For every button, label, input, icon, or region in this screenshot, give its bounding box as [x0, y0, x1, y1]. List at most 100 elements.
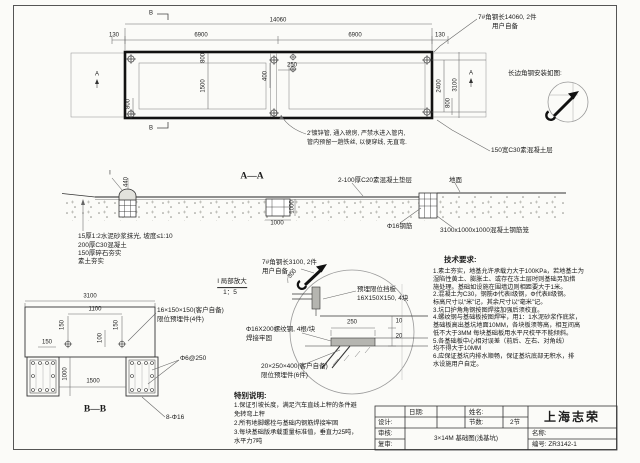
tech-requirements-title: 技术要求: — [444, 255, 477, 264]
plan-dim-2400: 2400 — [436, 79, 443, 93]
detail-embed-1: 20×250×400(客户自备) — [261, 363, 328, 370]
titleblock-date-label: 日期: — [409, 409, 424, 416]
titleblock-name-label: 姓名: — [469, 409, 484, 416]
plan-dim-3100: 3100 — [452, 78, 459, 92]
plan-note-pipe-2: 管内预留一趟铁丝, 以便穿线, 无直弯. — [307, 139, 407, 146]
detail-rebar-1: Φ16X200螺纹钢, 4根/块 — [246, 326, 316, 333]
tech-line: 1.素土夯实，地基允许承载力大于100KPa，若地基土为 — [433, 268, 584, 275]
plan-dim-6900-1: 6900 — [194, 32, 208, 39]
detail-dim-250: 250 — [346, 319, 358, 326]
aa-layer-2: 200厚C30混凝土 — [78, 242, 127, 249]
detail-note-angle-1: 7#角钢长3100, 2件 — [262, 259, 317, 266]
sheet-border — [13, 5, 617, 450]
tech-line: 水设施用户自定。 — [433, 361, 483, 368]
section-bb-title: B—B — [83, 404, 107, 415]
special-line: 3.每块基础版承载重量标准值，垂直力25吨， — [234, 429, 358, 436]
tech-line: 3.坑口护角角钢按图焊接加强后须校直。 — [433, 307, 544, 314]
detail-baffle-2: 16X150X150, 4块 — [357, 295, 409, 302]
tech-line: 2.混凝土为C30，钢筋Φ代表Ⅰ级钢，Φ代表Ⅱ级钢。 — [433, 291, 570, 298]
section-aa-lines — [61, 177, 566, 231]
bb-bars-label: 8-Φ16 — [166, 414, 185, 421]
section-bb-lines — [24, 300, 180, 418]
aa-label-cushion: 2-100厚C20素混凝土垫层 — [338, 177, 413, 184]
tech-line: 均不得大于10MM — [433, 345, 482, 352]
tech-line: 湿陷性黄土、膨胀土、或存在冻土层时则基础另加措 — [433, 276, 576, 283]
plan-dim-130-right: 130 — [434, 32, 446, 39]
aa-dim-1000-v: 1000 — [289, 200, 296, 214]
aa-label-rebar: Φ16钢筋 — [387, 223, 413, 230]
tech-line: 6.应保证基坑内排水顺畅，保证基坑底部无积水，排 — [433, 353, 575, 360]
aa-layer-1: 15厚1:2水泥砂浆抹光, 坡度≤1:10 — [78, 233, 173, 240]
tech-line: 基础板高出基坑地面10MM，各块板须等高，相互间高 — [433, 322, 581, 329]
detail-title: I 局部放大 — [217, 278, 247, 288]
section-aa-title: A—A — [240, 171, 264, 182]
section-marker-b-bottom: B — [148, 125, 154, 132]
titleblock-design-label: 设计: — [378, 419, 393, 426]
plan-note-install: 长边角钢安装如图: — [508, 70, 562, 77]
detail-note-angle-2: 用户自备 — [262, 268, 288, 275]
aa-layer-4: 素土夯实 — [78, 258, 104, 265]
plan-dim-250: 250 — [286, 62, 298, 69]
titleblock-no-label: 编号: — [532, 441, 547, 448]
plan-note-angle-steel-2: 用户自备 — [492, 23, 518, 30]
plan-dim-800-top: 800 — [200, 52, 207, 64]
detail-embed-2: 限位预埋件(6件) — [261, 372, 308, 379]
aa-dim-1000-h: 1000 — [270, 220, 284, 227]
bb-stirrup-label: Φ6@250 — [180, 355, 207, 362]
detail-marker-i: I — [109, 170, 111, 177]
special-line: 水平力7吨 — [234, 438, 263, 445]
bb-dim-150-a: 150 — [59, 319, 66, 331]
detail-circle-lines — [287, 264, 428, 395]
plan-note-concrete-strip: 150宽C30素混凝土层 — [491, 147, 553, 154]
titleblock-check-label: 审核: — [378, 430, 393, 437]
bb-embed-1: 16×150×150(客户自备) — [157, 307, 224, 314]
detail-baffle-1: 预埋限位挡板 — [357, 286, 396, 293]
aa-label-ground: 地面 — [449, 177, 462, 184]
bb-dim-1500: 1500 — [86, 378, 100, 385]
aa-label-cage: 3100x1000x1000混凝土钢筋笼 — [440, 227, 529, 234]
detail-dim-10: 10 — [395, 318, 403, 325]
plan-note-angle-steel-1: 7#角钢长14060, 2件 — [478, 14, 537, 21]
special-line: 2.所有地脚螺栓与基础内钢筋焊接牢固 — [234, 420, 339, 427]
titleblock-company: 上海志荣 — [543, 409, 601, 424]
bb-embed-2: 限位预埋件(4件) — [157, 316, 204, 323]
section-marker-b-top: B — [148, 10, 154, 17]
plan-dim-800-right: 800 — [445, 97, 452, 109]
bb-dim-100: 100 — [97, 332, 104, 344]
titleblock-sections-value: 2节 — [510, 419, 520, 427]
tech-line: 标高尺寸以“米”记，其余尺寸以“毫米”记。 — [433, 299, 547, 306]
angle-install-icon — [545, 81, 589, 123]
tech-line: 5.各基础板中心相对误差（前后、左右、对角线） — [433, 338, 569, 345]
title-block-lines — [374, 405, 618, 451]
detail-rebar-2: 焊接牢固 — [246, 335, 272, 342]
plan-dim-total: 14060 — [269, 17, 287, 24]
plan-dim-800-left: 800 — [125, 98, 132, 110]
bb-dim-3100: 3100 — [83, 293, 97, 300]
tech-line: 施处理。基础如设施在围墙边则相距要大于1米。 — [433, 284, 567, 291]
bb-dim-150-c: 150 — [41, 339, 53, 346]
plan-dim-6900-2: 6900 — [348, 32, 362, 39]
aa-dim-440: 440 — [123, 176, 130, 188]
special-notes-title: 特别说明: — [234, 391, 267, 400]
plan-dim-1500: 1500 — [200, 79, 207, 93]
bb-dim-1000: 1000 — [62, 367, 69, 381]
titleblock-no: 编号: ZR3142-1 — [532, 441, 577, 449]
detail-dim-20: 20 — [395, 333, 403, 340]
detail-scale: 1：5 — [223, 289, 237, 297]
tech-line: 4.螺纹钢与基础板按图焊牢，用1：1水泥砂浆作底浆， — [433, 314, 582, 321]
titleblock-sections-label: 节数: — [469, 419, 484, 426]
plan-dim-130-left: 130 — [108, 32, 120, 39]
special-line: 1.保证引坡长度，满足汽车直线上秤的条件避 — [234, 402, 357, 409]
section-marker-a-left: A — [94, 71, 100, 78]
bb-dim-1100: 1100 — [88, 306, 102, 313]
titleblock-drawing-title: 3×14M 基础图(浅基坑) — [433, 435, 499, 443]
titleblock-no-value: ZR3142-1 — [548, 441, 577, 448]
plan-foundation-outline — [123, 50, 434, 120]
special-line: 免转弯上秤 — [234, 411, 265, 418]
bb-dim-150-b: 150 — [113, 319, 120, 331]
tech-line: 低不大于3MM 每块基础板用水平尺校平不能倾斜。 — [433, 330, 573, 337]
titleblock-name2-label: 名称: — [532, 430, 547, 437]
